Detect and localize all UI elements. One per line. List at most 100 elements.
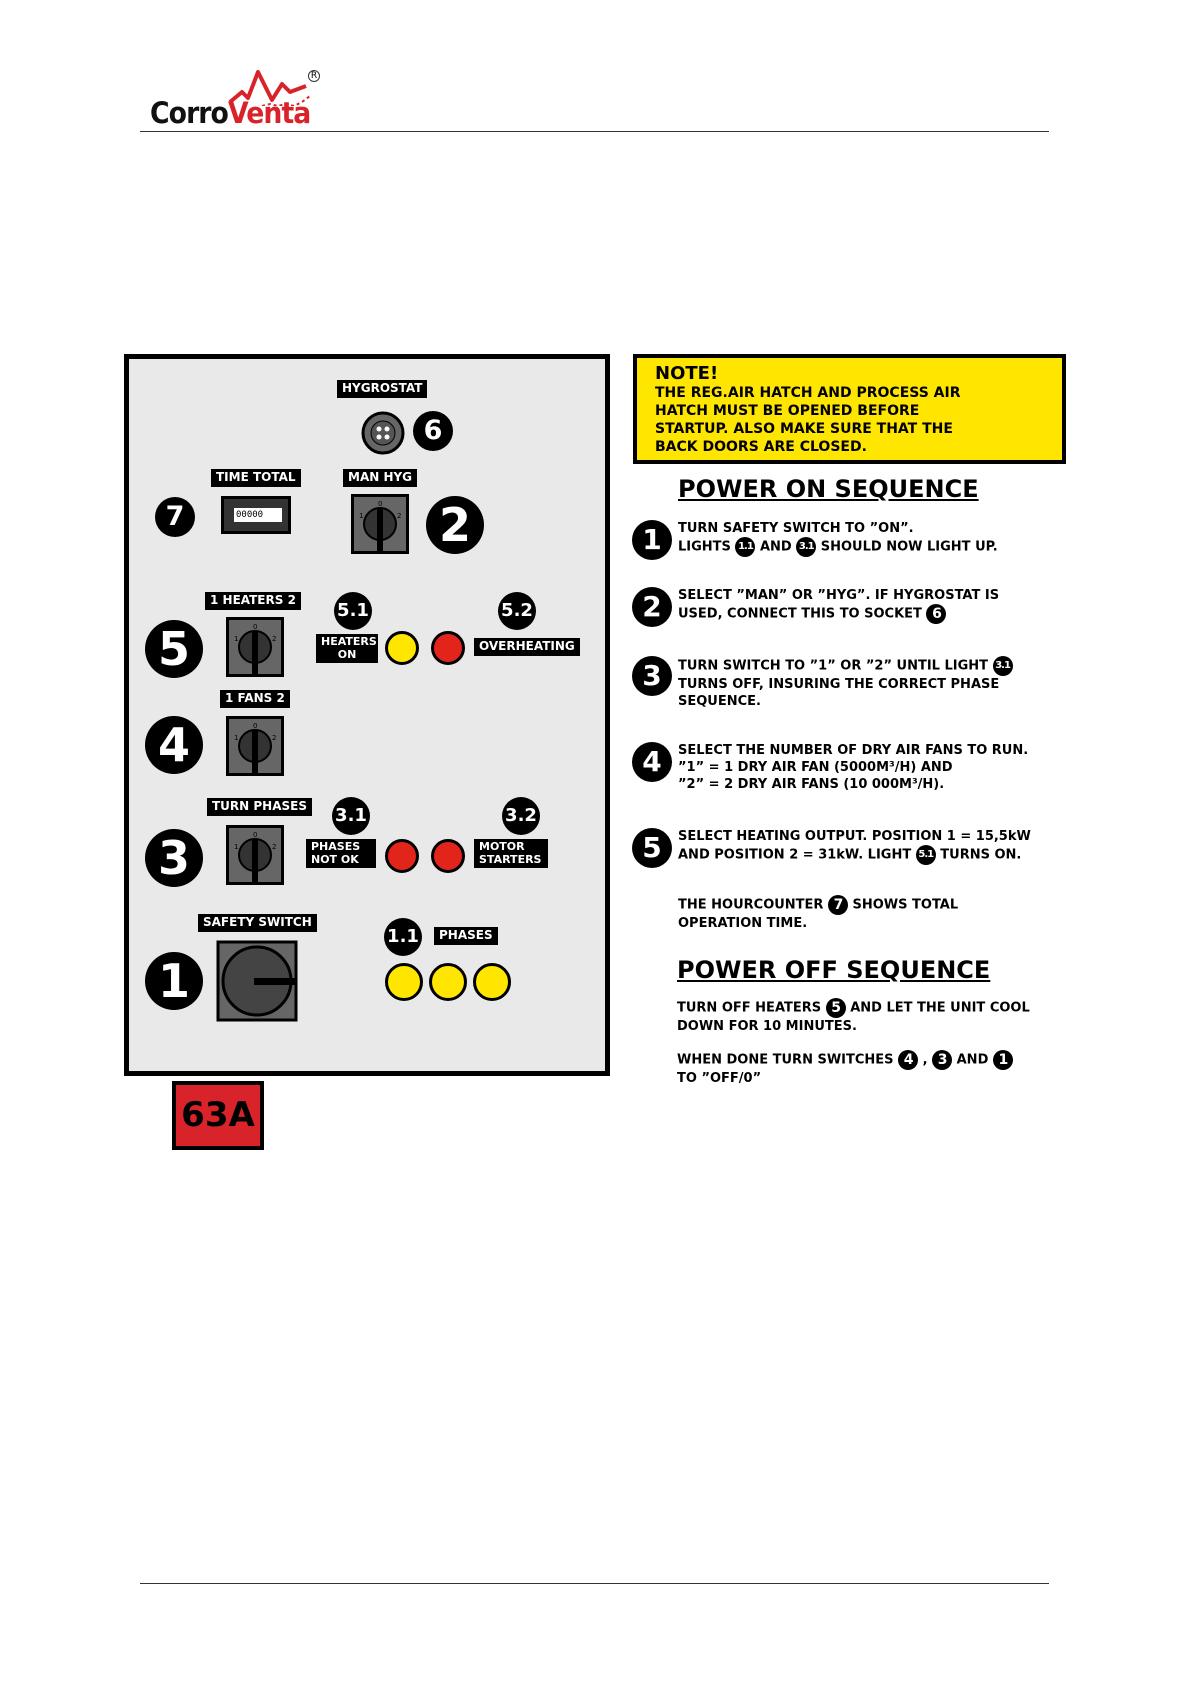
ref-badge-1-1: 1.1 xyxy=(735,537,756,557)
badge-1-1: 1.1 xyxy=(384,918,422,956)
power-on-step-3: 3 TURN SWITCH TO ”1” OR ”2” UNTIL LIGHT … xyxy=(632,656,1072,710)
badge-4: 4 xyxy=(145,716,203,774)
step-2-line-1: SELECT ”MAN” OR ”HYG”. IF HYGROSTAT IS xyxy=(678,588,1000,603)
svg-text:1: 1 xyxy=(359,512,363,520)
power-off-2-line-1: WHEN DONE TURN SWITCHES xyxy=(677,1052,894,1068)
control-panel xyxy=(124,354,610,1076)
motor-starters-lamp xyxy=(431,839,465,873)
fans-selector-switch[interactable]: 0 1 2 xyxy=(226,716,284,776)
badge-3-1: 3.1 xyxy=(332,797,370,835)
step-1-tail: SHOULD NOW LIGHT UP. xyxy=(820,539,998,555)
svg-text:1: 1 xyxy=(234,843,238,851)
phase-lamp-2 xyxy=(429,963,467,1001)
phase-lamp-1 xyxy=(385,963,423,1001)
logo-zigzag-icon xyxy=(228,70,311,106)
note-body: THE REG.AIR HATCH AND PROCESS AIR HATCH … xyxy=(655,385,961,455)
ref-badge-4: 4 xyxy=(898,1050,919,1070)
registered-mark: R xyxy=(308,70,320,82)
fans-label: 1 FANS 2 xyxy=(220,690,290,708)
badge-3: 3 xyxy=(145,829,203,887)
step-1-line-1: TURN SAFETY SWITCH TO ”ON”. xyxy=(678,521,914,536)
ref-badge-1: 1 xyxy=(992,1050,1013,1070)
svg-text:0: 0 xyxy=(253,722,257,730)
overheating-lamp xyxy=(431,631,465,665)
motor-starters-label: MOTOR STARTERS xyxy=(474,839,548,869)
header-rule xyxy=(140,131,1049,132)
heaters-selector-switch[interactable]: 0 1 2 xyxy=(226,617,284,677)
phases-not-ok-lamp xyxy=(385,839,419,873)
logo-wordmark: CorroVenta xyxy=(150,96,311,130)
svg-text:2: 2 xyxy=(272,635,276,643)
badge-1: 1 xyxy=(145,952,203,1010)
power-on-heading: POWER ON SEQUENCE xyxy=(678,475,979,503)
svg-text:2: 2 xyxy=(397,512,401,520)
power-on-step-4: 4 SELECT THE NUMBER OF DRY AIR FANS TO R… xyxy=(632,742,1072,793)
ref-badge-5-1: 5.1 xyxy=(915,845,936,865)
step-4-badge: 4 xyxy=(632,742,672,782)
power-on-step-5: 5 SELECT HEATING OUTPUT. POSITION 1 = 15… xyxy=(632,828,1072,868)
step-2-line-2: USED, CONNECT THIS TO SOCKET xyxy=(678,606,922,622)
power-off-para-2: WHEN DONE TURN SWITCHES 4 , 3 AND 1 TO ”… xyxy=(632,1050,1072,1087)
badge-5-2: 5.2 xyxy=(498,592,536,630)
step-3-line-3: SEQUENCE. xyxy=(678,694,761,709)
power-off-2-comma: , xyxy=(922,1052,928,1068)
step-4-line-3: ”2” = 2 DRY AIR FANS (10 000M³/H). xyxy=(678,777,945,792)
turn-phases-label: TURN PHASES xyxy=(207,798,312,816)
badge-5: 5 xyxy=(145,620,203,678)
power-off-2-and: AND xyxy=(956,1052,989,1068)
man-hyg-selector-switch[interactable]: 0 1 2 xyxy=(351,494,409,554)
corroventa-logo: CorroVenta R xyxy=(150,66,320,130)
time-total-label: TIME TOTAL xyxy=(211,469,301,487)
hour-counter: 00000 xyxy=(221,496,291,534)
power-off-1-line-1: TURN OFF HEATERS xyxy=(677,1000,822,1016)
step-5-badge: 5 xyxy=(632,828,672,868)
note-box: NOTE! THE REG.AIR HATCH AND PROCESS AIR … xyxy=(633,354,1066,464)
badge-3-2: 3.2 xyxy=(502,797,540,835)
svg-text:1: 1 xyxy=(234,635,238,643)
hour-counter-display: 00000 xyxy=(234,508,282,522)
badge-6: 6 xyxy=(413,411,453,451)
heaters-on-lamp xyxy=(385,631,419,665)
svg-text:2: 2 xyxy=(272,734,276,742)
step-2-badge: 2 xyxy=(632,587,672,627)
badge-7: 7 xyxy=(155,497,195,537)
footer-rule xyxy=(140,1583,1049,1584)
power-off-heading: POWER OFF SEQUENCE xyxy=(677,956,991,984)
svg-text:0: 0 xyxy=(253,623,257,631)
step-1-and: AND xyxy=(759,539,792,555)
step-5-line-1: SELECT HEATING OUTPUT. POSITION 1 = 15,5… xyxy=(678,829,1031,844)
svg-text:0: 0 xyxy=(253,831,257,839)
ref-badge-6: 6 xyxy=(926,604,947,624)
step-3-badge: 3 xyxy=(632,656,672,696)
power-off-1-line-2: DOWN FOR 10 MINUTES. xyxy=(677,1019,857,1034)
power-off-2-line-2: TO ”OFF/0” xyxy=(677,1071,762,1086)
power-on-step-2: 2 SELECT ”MAN” OR ”HYG”. IF HYGROSTAT IS… xyxy=(632,587,1072,627)
heaters-on-label: HEATERS ON xyxy=(316,634,378,664)
step-3-line-2: TURNS OFF, INSURING THE CORRECT PHASE xyxy=(678,677,1000,692)
ref-badge-3: 3 xyxy=(932,1050,953,1070)
badge-5-1: 5.1 xyxy=(334,592,372,630)
safety-switch-label: SAFETY SWITCH xyxy=(198,914,317,932)
heaters-label: 1 HEATERS 2 xyxy=(205,592,301,610)
hourcounter-line-1-tail: SHOWS TOTAL xyxy=(852,897,959,913)
step-1-badge: 1 xyxy=(632,520,672,560)
man-hyg-label: MAN HYG xyxy=(343,469,418,487)
ref-badge-3-1: 3.1 xyxy=(992,656,1013,676)
step-4-line-2: ”1” = 1 DRY AIR FAN (5000M³/H) AND xyxy=(678,760,953,775)
safety-switch[interactable] xyxy=(216,940,298,1022)
ref-badge-7: 7 xyxy=(827,895,848,915)
svg-text:0: 0 xyxy=(378,500,382,508)
step-5-line-2: AND POSITION 2 = 31kW. LIGHT xyxy=(678,847,912,863)
phase-lamp-3 xyxy=(473,963,511,1001)
hygrostat-socket-icon[interactable] xyxy=(360,410,406,456)
step-4-line-1: SELECT THE NUMBER OF DRY AIR FANS TO RUN… xyxy=(678,743,1029,758)
hourcounter-line-2: OPERATION TIME. xyxy=(678,916,808,931)
hygrostat-label: HYGROSTAT xyxy=(337,380,428,398)
power-off-1-line-1-tail: AND LET THE UNIT COOL xyxy=(850,1000,1030,1016)
phases-not-ok-label: PHASES NOT OK xyxy=(306,839,376,869)
step-5-tail: TURNS ON. xyxy=(940,847,1022,863)
hourcounter-note: THE HOURCOUNTER 7 SHOWS TOTAL OPERATION … xyxy=(632,895,1072,932)
fuse-63a: 63A xyxy=(172,1081,264,1150)
svg-text:1: 1 xyxy=(234,734,238,742)
